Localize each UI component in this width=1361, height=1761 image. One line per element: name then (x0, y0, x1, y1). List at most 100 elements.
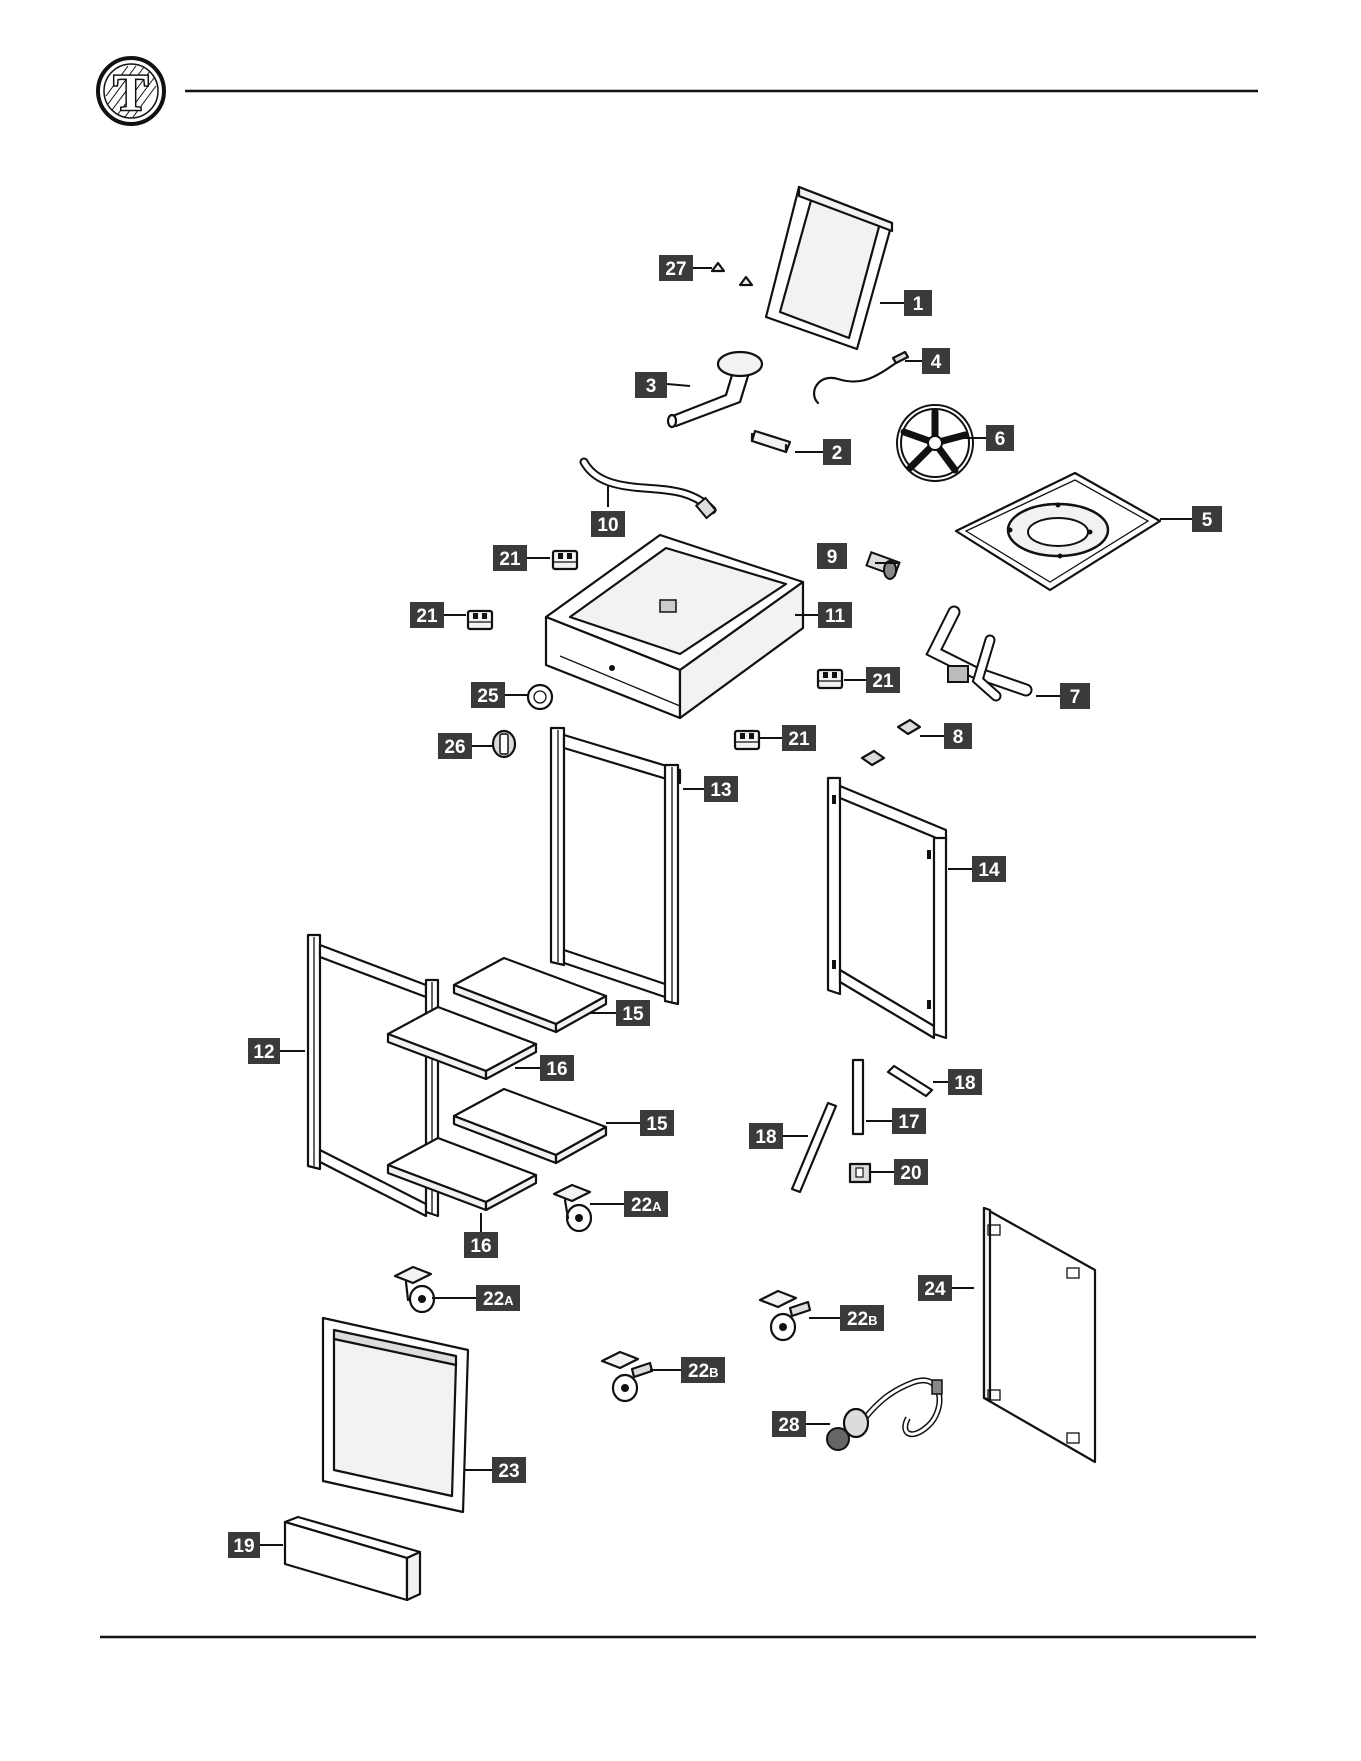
svg-text:11: 11 (825, 606, 846, 627)
svg-text:17: 17 (898, 1112, 919, 1133)
callout-5: 5 (1192, 506, 1222, 532)
callout-25: 25 (471, 682, 505, 708)
part-7-manifold (934, 612, 1026, 696)
callout-8: 8 (944, 723, 972, 749)
part-23-door (323, 1318, 468, 1512)
svg-text:21: 21 (499, 549, 521, 570)
callout-19: 19 (228, 1532, 260, 1558)
callout-14: 14 (972, 856, 1006, 882)
part-11-firebox (546, 535, 803, 718)
svg-text:8: 8 (953, 727, 964, 748)
svg-text:6: 6 (995, 429, 1006, 450)
svg-text:22B: 22B (688, 1361, 719, 1382)
part-3-burner (668, 352, 762, 427)
part-4-igniter-wire (814, 352, 908, 403)
svg-text:19: 19 (233, 1536, 254, 1557)
part-21-clip (818, 670, 842, 688)
svg-text:21: 21 (416, 606, 438, 627)
part-22a-caster (395, 1267, 434, 1312)
svg-text:16: 16 (546, 1059, 567, 1080)
svg-text:28: 28 (778, 1415, 799, 1436)
svg-text:23: 23 (498, 1461, 519, 1482)
svg-text:21: 21 (872, 671, 894, 692)
part-9-valve (867, 552, 900, 579)
part-14-door-frame (828, 778, 946, 1038)
svg-text:12: 12 (253, 1042, 274, 1063)
callout-9: 9 (817, 543, 847, 569)
svg-text:9: 9 (827, 547, 838, 568)
callout-3: 3 (635, 372, 667, 398)
part-5-top-panel (956, 473, 1160, 590)
part-24-side-panel (984, 1208, 1095, 1462)
svg-text:18: 18 (954, 1073, 975, 1094)
svg-text:18: 18 (755, 1127, 776, 1148)
callout-20: 20 (894, 1159, 928, 1185)
callout-16-lower: 16 (464, 1232, 498, 1258)
callout-21-c: 21 (866, 667, 900, 693)
svg-text:21: 21 (788, 729, 810, 750)
svg-text:15: 15 (622, 1004, 644, 1025)
svg-text:14: 14 (978, 860, 1000, 881)
callout-22b-left: 22B (681, 1357, 725, 1383)
part-13-side-frame (551, 728, 680, 1004)
callout-10: 10 (591, 511, 625, 537)
svg-text:15: 15 (646, 1114, 668, 1135)
callout-22a-lower: 22A (476, 1285, 520, 1311)
callout-2: 2 (823, 439, 851, 465)
callout-18-right: 18 (948, 1069, 982, 1095)
part-10-hose (584, 462, 716, 518)
part-17-post (853, 1060, 863, 1134)
callout-21-b: 21 (410, 602, 444, 628)
part-18-rod (792, 1103, 836, 1192)
part-25-bezel (528, 685, 552, 709)
part-18-rod (888, 1066, 932, 1096)
callout-6: 6 (986, 425, 1014, 451)
part-19-drip-pan (285, 1517, 420, 1600)
callout-15-upper: 15 (616, 1000, 650, 1026)
callout-13: 13 (704, 776, 738, 802)
callout-15-lower: 15 (640, 1110, 674, 1136)
callout-16-upper: 16 (540, 1055, 574, 1081)
logo-letter: T (114, 65, 149, 122)
svg-text:4: 4 (931, 352, 942, 373)
svg-text:22A: 22A (631, 1195, 662, 1216)
svg-text:1: 1 (913, 294, 924, 315)
svg-text:26: 26 (444, 737, 465, 758)
svg-text:3: 3 (646, 376, 657, 397)
svg-text:13: 13 (710, 780, 731, 801)
part-22b-caster (760, 1291, 810, 1340)
part-27-caps (712, 263, 752, 285)
part-20-bracket (850, 1164, 870, 1182)
callout-28: 28 (772, 1411, 806, 1437)
callout-27: 27 (659, 255, 693, 281)
svg-text:7: 7 (1070, 687, 1081, 708)
callout-1: 1 (904, 290, 932, 316)
brand-logo: T (98, 58, 164, 124)
svg-text:25: 25 (477, 686, 499, 707)
part-22a-caster (554, 1185, 591, 1231)
callout-18-left: 18 (749, 1123, 783, 1149)
part-26-knob (493, 731, 515, 757)
svg-text:2: 2 (832, 443, 843, 464)
callout-26: 26 (438, 733, 472, 759)
part-8-igniter (862, 720, 920, 765)
part-21-clip (553, 551, 577, 569)
svg-text:22B: 22B (847, 1309, 878, 1330)
callout-21-a: 21 (493, 545, 527, 571)
svg-text:24: 24 (924, 1279, 946, 1300)
callout-12: 12 (248, 1038, 280, 1064)
part-16-shelf-upper (388, 1007, 536, 1079)
svg-text:16: 16 (470, 1236, 491, 1257)
svg-text:5: 5 (1202, 510, 1213, 531)
callout-21-d: 21 (782, 725, 816, 751)
callout-17: 17 (892, 1108, 926, 1134)
part-6-grate (899, 407, 971, 479)
svg-text:10: 10 (597, 515, 618, 536)
part-21-clip (735, 731, 759, 749)
part-2-bracket (752, 431, 790, 452)
callout-7: 7 (1060, 683, 1090, 709)
callout-23: 23 (492, 1457, 526, 1483)
svg-text:20: 20 (900, 1163, 921, 1184)
part-21-clip (468, 611, 492, 629)
